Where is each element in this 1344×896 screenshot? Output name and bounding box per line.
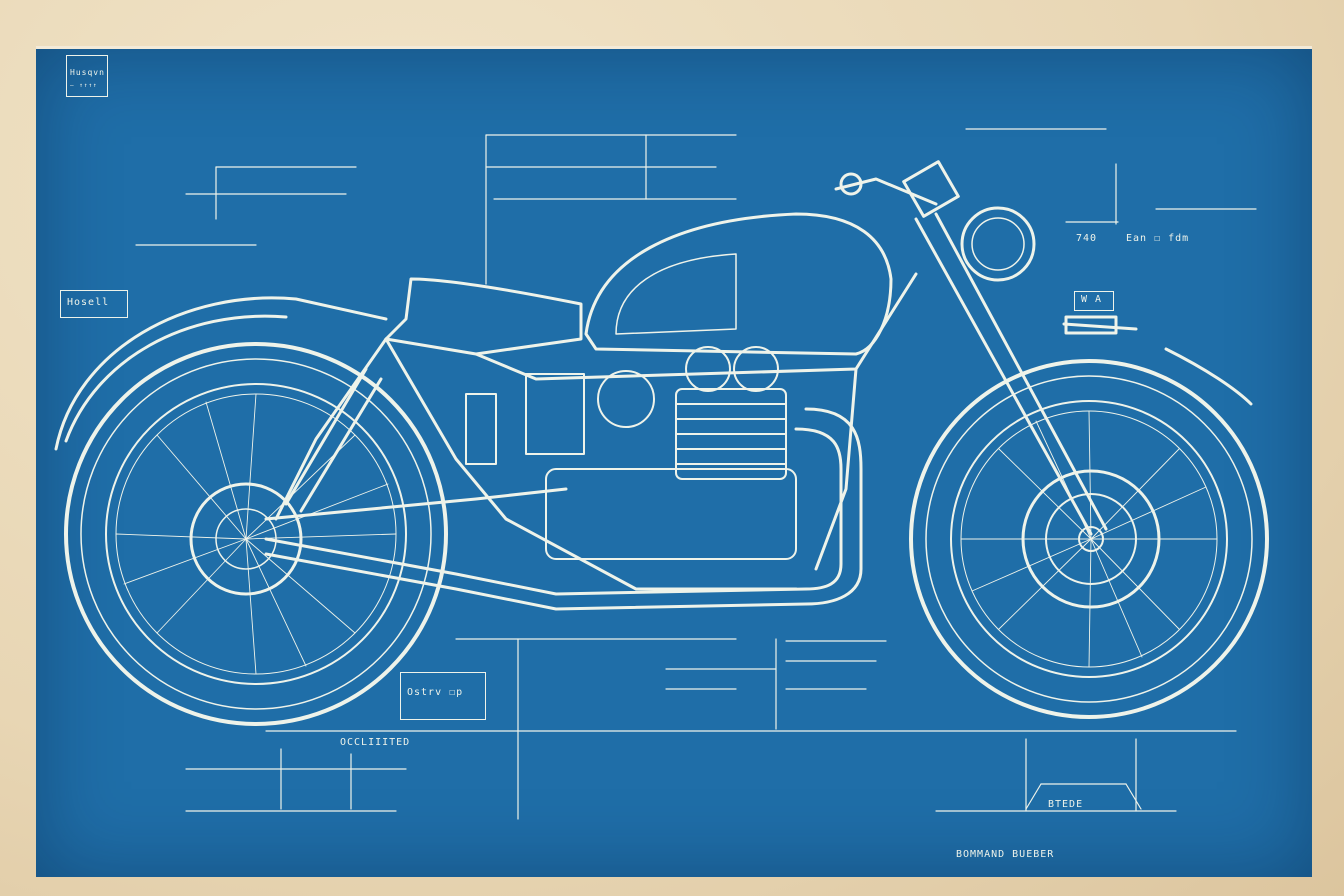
bottom-left-note-box: Ostrv ☐p: [400, 672, 486, 720]
title-block-label: Husqvn: [70, 68, 105, 77]
left-label-text: Hosell: [67, 297, 110, 308]
right-label-box: W A: [1074, 291, 1114, 311]
right-label-text: W A: [1081, 294, 1103, 305]
title-block: Husqvn — ↑↑↑↑: [66, 55, 108, 97]
bottom-left-note-text: Ostrv ☐p: [407, 687, 464, 698]
fenders: [54, 296, 1253, 451]
left-label-box: Hosell: [60, 290, 128, 318]
top-right-dimension: 740: [1076, 233, 1098, 244]
dimension-lines: [135, 128, 1257, 820]
title-block-sub: — ↑↑↑↑: [70, 82, 98, 89]
frame-and-tank: [264, 212, 918, 591]
exhaust: [264, 407, 863, 611]
bottom-right-box-label: BTEDE: [1048, 799, 1084, 810]
front-wheel: [909, 359, 1269, 719]
motorcycle-drawing: [54, 128, 1269, 820]
bottom-dimension-label: OCCLIIITED: [340, 737, 411, 748]
rear-wheel: [64, 342, 448, 726]
bottom-right-title: BOMMAND BUEBER: [956, 849, 1055, 860]
front-fork: [834, 160, 1138, 536]
blueprint-sheet: Husqvn — ↑↑↑↑ Hosell W A Ostrv ☐p 740 Ea…: [36, 46, 1312, 877]
rear-shock: [284, 367, 383, 513]
engine: [465, 346, 797, 560]
top-right-note: Ean ☐ fdm: [1126, 233, 1190, 244]
